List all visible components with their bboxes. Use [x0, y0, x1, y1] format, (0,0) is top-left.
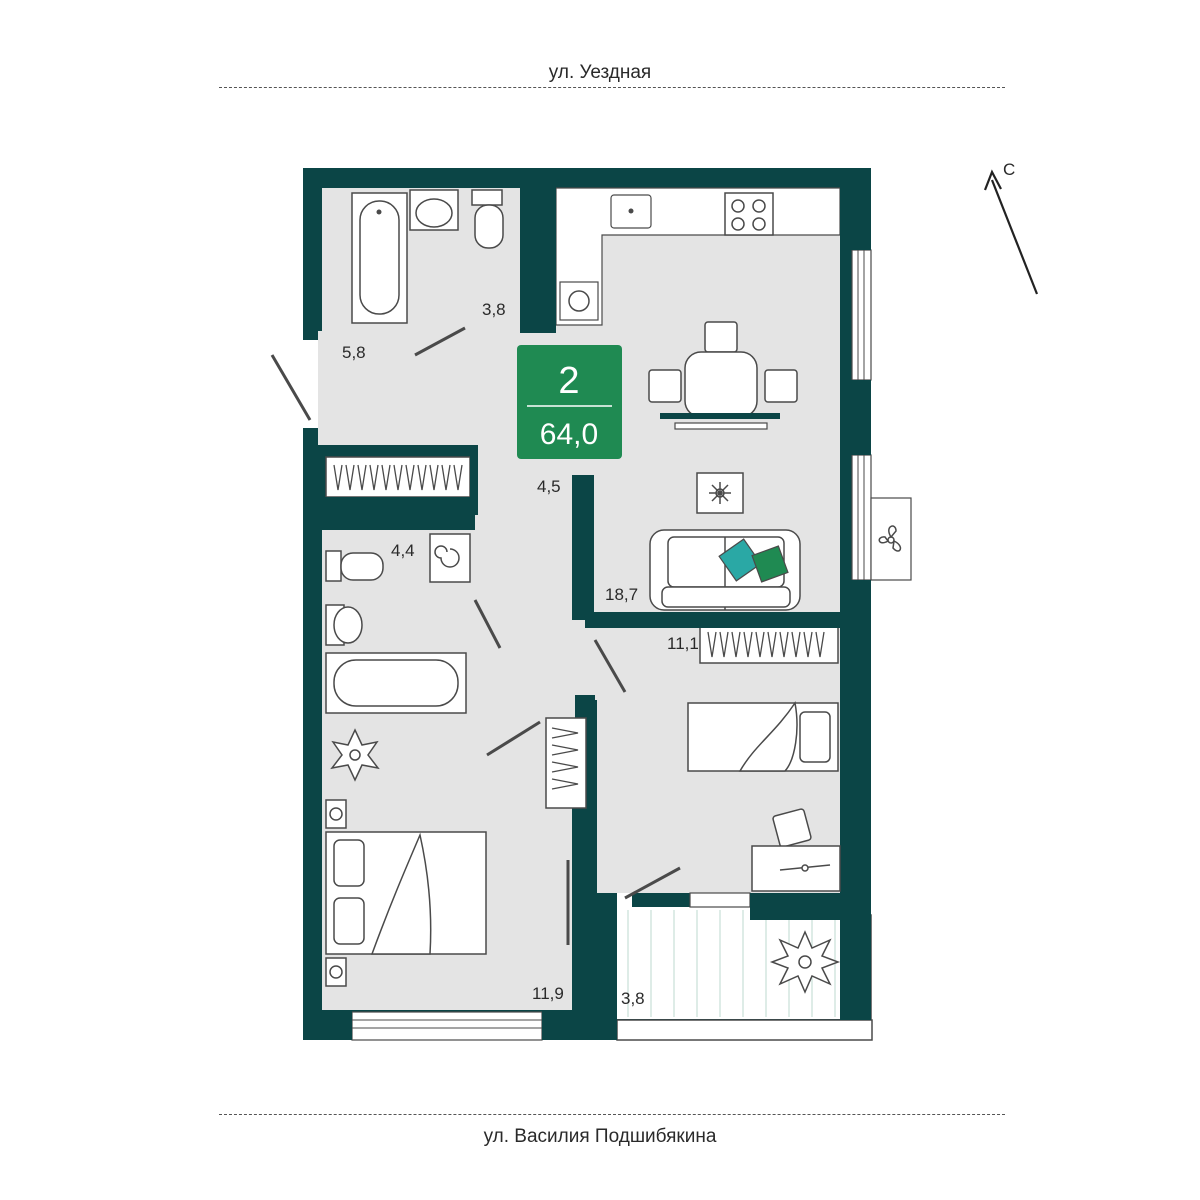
area-hallway: 5,8 — [342, 343, 366, 362]
washer-icon — [568, 290, 590, 312]
plant-icon — [330, 728, 380, 782]
double-bed — [325, 799, 487, 987]
toilet2 — [325, 550, 384, 582]
compass-label: С — [1003, 160, 1015, 179]
street-bottom-line — [219, 1114, 1005, 1115]
wardrobe-hallway — [325, 456, 471, 498]
sink2 — [325, 604, 363, 646]
toilet — [471, 189, 504, 249]
badge-area: 64,0 — [540, 418, 598, 451]
fan-icon — [878, 525, 902, 552]
ac-unit — [870, 497, 912, 581]
desk — [751, 808, 841, 892]
doors — [270, 326, 681, 945]
single-bed — [687, 701, 839, 772]
area-bathroom2: 4,4 — [391, 541, 415, 560]
area-bathroom: 3,8 — [482, 300, 506, 319]
dining-table — [648, 321, 798, 418]
apartment-badge — [517, 345, 622, 459]
pillow-teal — [718, 538, 762, 582]
pillow-green — [751, 545, 789, 583]
area-corridor: 4,5 — [537, 477, 561, 496]
street-top-line — [219, 87, 1005, 88]
area-balcony: 3,8 — [621, 989, 645, 1008]
stove — [724, 192, 774, 236]
interior-walls — [303, 168, 871, 1040]
bathtub2 — [325, 652, 467, 714]
windows — [351, 249, 872, 1041]
window-panes — [352, 250, 865, 1029]
area-bedroom-small: 11,1 — [667, 634, 699, 653]
street-bottom-label: ул. Василия Подшибякина — [483, 1126, 717, 1147]
bathtub — [351, 192, 408, 324]
sink — [409, 189, 459, 231]
boiler-icon — [434, 545, 460, 568]
wardrobe-master — [545, 717, 587, 809]
area-bedroom-master: 11,9 — [532, 984, 564, 1003]
wardrobe-bedroom — [699, 624, 839, 664]
street-top-label: ул. Уездная — [548, 62, 652, 83]
tv-stand — [674, 422, 768, 430]
area-living-kitchen: 18,7 — [605, 585, 638, 604]
flower-icon — [709, 482, 731, 504]
compass-icon — [983, 169, 1039, 295]
badge-rooms: 2 — [558, 360, 579, 402]
balcony-plant-icon — [769, 930, 841, 994]
